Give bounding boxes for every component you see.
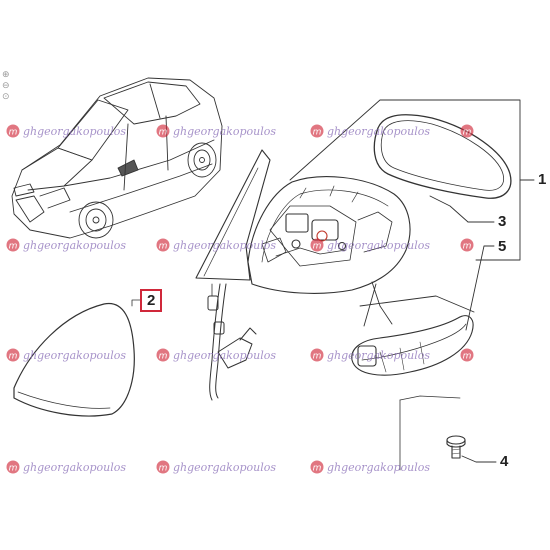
watermark-logo-icon: m — [156, 348, 170, 362]
svg-text:m: m — [159, 464, 168, 474]
watermark: m ghgeorgakopoulos — [6, 124, 126, 138]
reset-icon[interactable]: ⊙ — [2, 92, 10, 102]
svg-text:m: m — [313, 464, 322, 474]
car-side-windows — [103, 81, 201, 125]
mirror-cover-part — [13, 302, 135, 417]
watermark-logo-icon: m — [310, 348, 324, 362]
leader-lines — [131, 99, 535, 471]
wiring-harness — [207, 283, 257, 401]
turn-signal-part — [351, 315, 474, 376]
svg-text:m: m — [463, 352, 472, 362]
svg-text:m: m — [463, 128, 472, 138]
car-body-outline — [11, 77, 223, 239]
watermark: m ghgeorgakopoulos — [310, 238, 430, 252]
watermark-logo-icon: m — [310, 460, 324, 474]
watermark: m ghgeorgakopoulos — [156, 348, 276, 362]
callout-2-highlighted[interactable]: 2 — [140, 289, 163, 312]
watermark: m ghgeorgakopoulos — [156, 460, 276, 474]
watermark-logo-icon: m — [6, 124, 20, 138]
svg-text:m: m — [159, 352, 168, 362]
watermark-logo-icon: m — [6, 348, 20, 362]
svg-text:m: m — [9, 128, 18, 138]
svg-text:m: m — [313, 128, 322, 138]
callout-5[interactable]: 5 — [498, 238, 507, 255]
car-hood — [21, 147, 93, 191]
svg-text:m: m — [9, 242, 18, 252]
watermark-logo-icon: m — [460, 124, 474, 138]
watermark: m — [460, 348, 474, 362]
watermark-logo-icon: m — [156, 460, 170, 474]
zoom-out-icon[interactable]: ⊖ — [2, 81, 10, 91]
mirror-mount-sail — [195, 149, 271, 281]
watermark: m ghgeorgakopoulos — [310, 460, 430, 474]
watermark-logo-icon: m — [6, 238, 20, 252]
viewer-tools[interactable]: ⊕ ⊖ ⊙ — [2, 70, 10, 103]
mirror-housing-shell — [247, 176, 411, 294]
svg-text:m: m — [9, 464, 18, 474]
watermark-logo-icon: m — [156, 124, 170, 138]
watermark: m ghgeorgakopoulos — [310, 124, 430, 138]
callout-4[interactable]: 4 — [500, 453, 509, 470]
car-illustration — [11, 77, 223, 239]
watermark: m — [460, 238, 474, 252]
watermark-logo-icon: m — [6, 460, 20, 474]
car-grille — [15, 195, 45, 223]
watermark: m ghgeorgakopoulos — [156, 124, 276, 138]
watermark-logo-icon: m — [310, 238, 324, 252]
screw-part — [446, 435, 466, 459]
watermark: m ghgeorgakopoulos — [6, 238, 126, 252]
car-rear-wheel — [187, 142, 217, 178]
watermark: m ghgeorgakopoulos — [310, 348, 430, 362]
svg-text:m: m — [159, 242, 168, 252]
mirror-housing-assembly — [195, 149, 411, 294]
watermark: m — [460, 124, 474, 138]
watermark-logo-icon: m — [156, 238, 170, 252]
watermark: m ghgeorgakopoulos — [6, 348, 126, 362]
svg-text:m: m — [159, 128, 168, 138]
watermark-logo-icon: m — [310, 124, 324, 138]
watermark: m ghgeorgakopoulos — [156, 238, 276, 252]
svg-text:m: m — [313, 242, 322, 252]
car-mirror-highlight — [117, 159, 139, 177]
svg-text:m: m — [463, 242, 472, 252]
svg-text:m: m — [9, 352, 18, 362]
svg-text:m: m — [313, 352, 322, 362]
mirror-glass-part — [373, 114, 512, 199]
watermark-logo-icon: m — [460, 348, 474, 362]
watermark: m ghgeorgakopoulos — [6, 460, 126, 474]
zoom-in-icon[interactable]: ⊕ — [2, 70, 10, 80]
callout-3[interactable]: 3 — [498, 213, 507, 230]
car-front-wheel — [78, 201, 114, 239]
callout-1[interactable]: 1 — [538, 171, 547, 188]
watermark-logo-icon: m — [460, 238, 474, 252]
